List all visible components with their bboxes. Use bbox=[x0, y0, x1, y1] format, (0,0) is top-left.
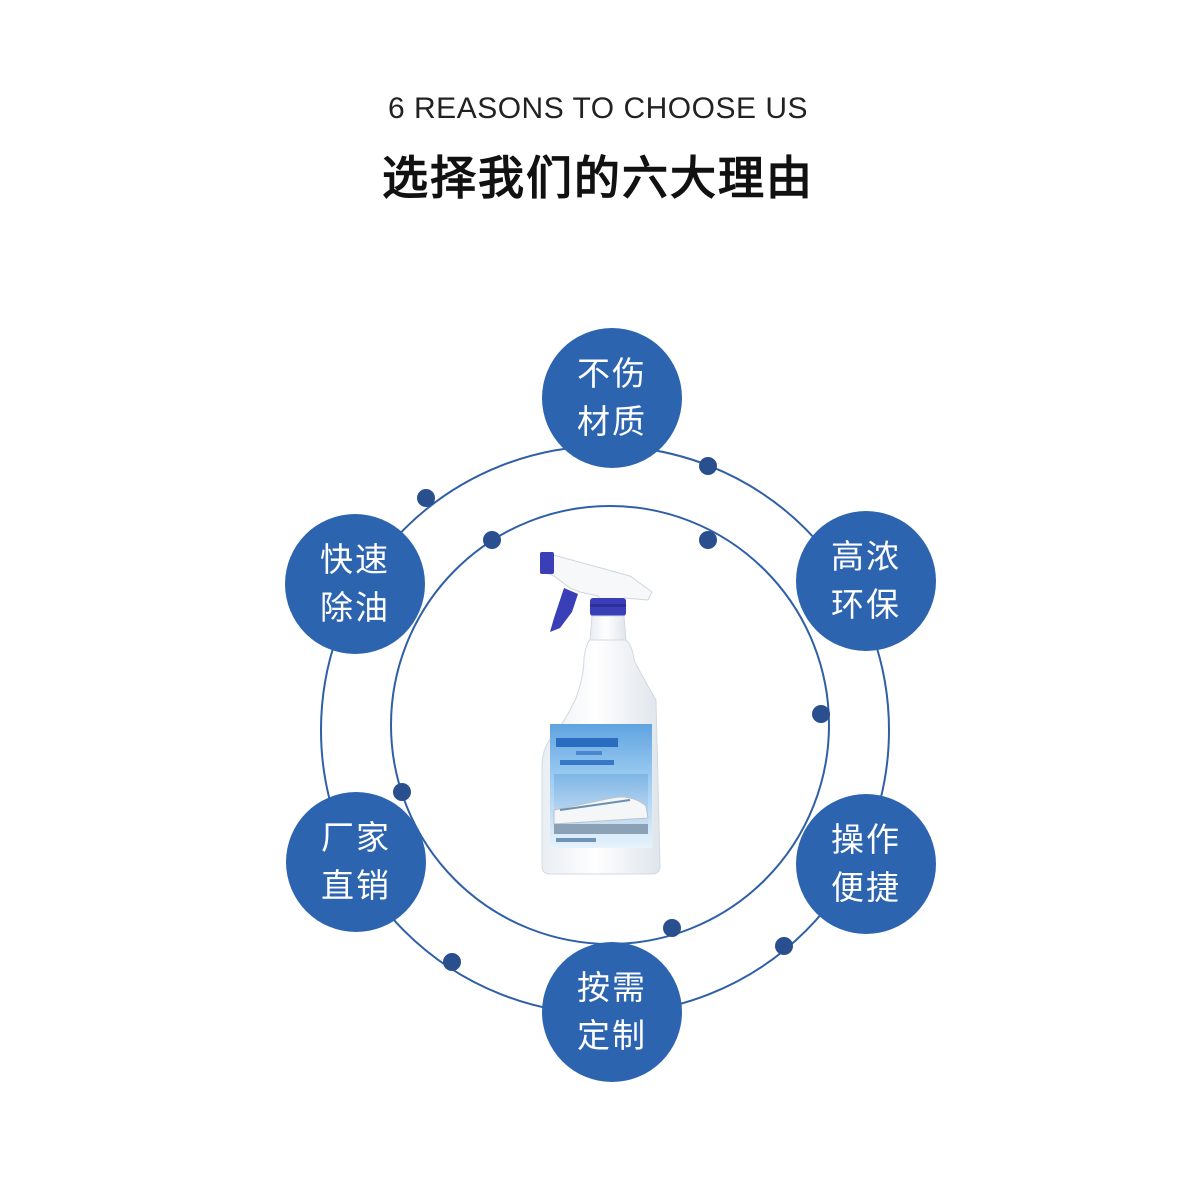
ring-dot bbox=[775, 937, 793, 955]
ring-dot bbox=[812, 705, 830, 723]
reason-badge-2: 高浓 环保 bbox=[796, 511, 936, 651]
reason-line-2: 直销 bbox=[321, 866, 391, 905]
ring-dot bbox=[443, 953, 461, 971]
ring-dot bbox=[699, 531, 717, 549]
reason-badge-6: 快速 除油 bbox=[285, 514, 425, 654]
ring-dot bbox=[663, 919, 681, 937]
reason-badge-3: 操作 便捷 bbox=[796, 794, 936, 934]
reason-line-2: 环保 bbox=[831, 585, 901, 624]
ring-dot bbox=[699, 457, 717, 475]
reason-line-1: 按需 bbox=[577, 968, 647, 1007]
page-title: 选择我们的六大理由 bbox=[382, 151, 814, 205]
ring-dot bbox=[393, 783, 411, 801]
reason-badge-1: 不伤 材质 bbox=[542, 328, 682, 468]
reason-line-1: 操作 bbox=[831, 820, 901, 859]
ring-dot bbox=[483, 531, 501, 549]
reason-line-2: 除油 bbox=[320, 588, 390, 627]
spray-bottle-icon bbox=[540, 552, 661, 875]
reason-line-2: 便捷 bbox=[831, 868, 901, 907]
reason-badge-4: 按需 定制 bbox=[542, 942, 682, 1082]
subtitle-english: 6 REASONS TO CHOOSE US bbox=[388, 92, 808, 125]
reason-line-1: 高浓 bbox=[831, 537, 901, 576]
reason-line-1: 不伤 bbox=[577, 354, 647, 393]
reason-line-1: 厂家 bbox=[321, 818, 391, 857]
reason-line-2: 定制 bbox=[577, 1016, 647, 1055]
reason-line-2: 材质 bbox=[577, 402, 647, 441]
ring-dot bbox=[417, 489, 435, 507]
reason-line-1: 快速 bbox=[320, 540, 390, 579]
reason-badge-5: 厂家 直销 bbox=[286, 792, 426, 932]
